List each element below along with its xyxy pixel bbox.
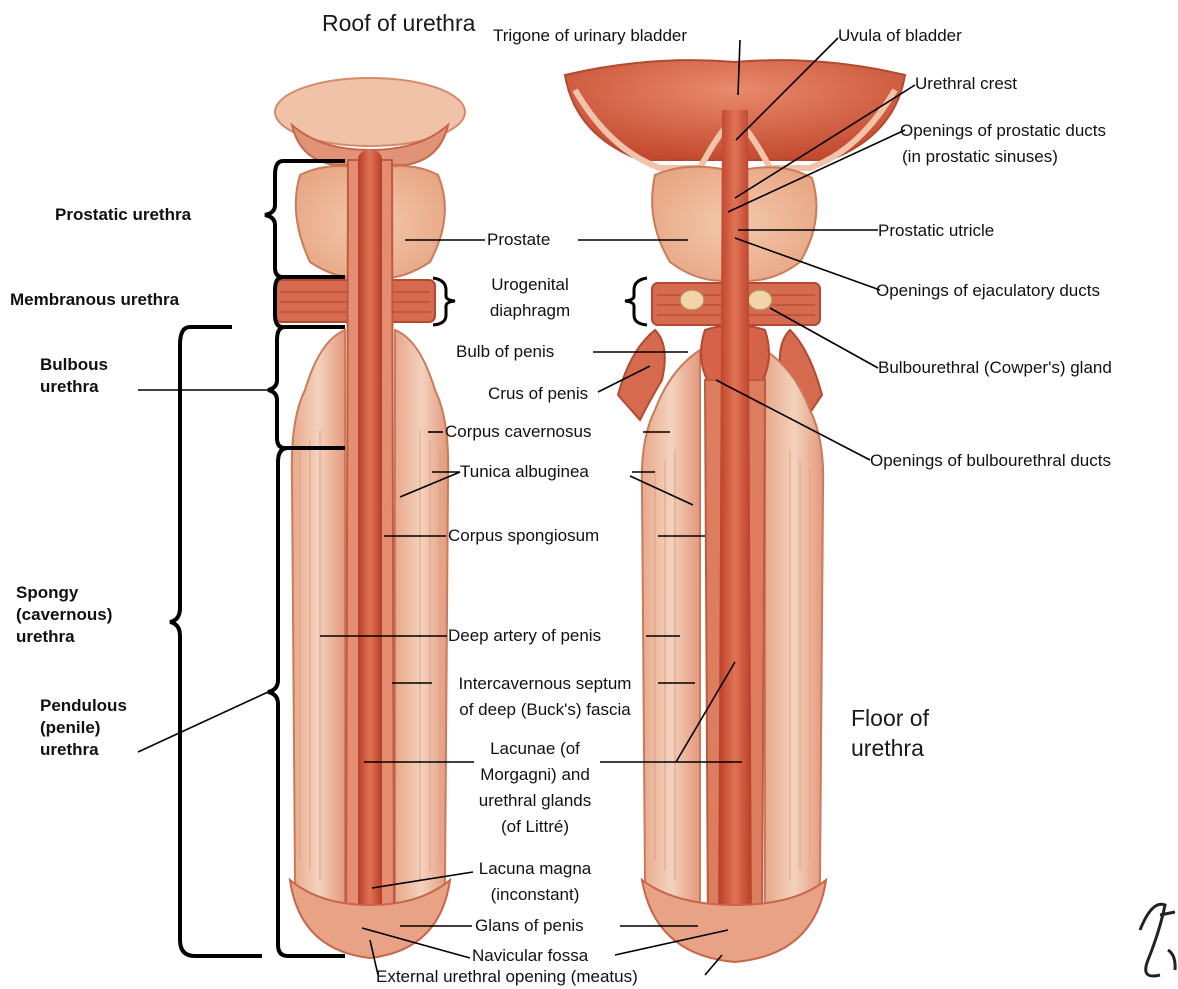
septum-label-1: Intercavernous septum <box>430 673 660 695</box>
artist-signature <box>1140 904 1175 976</box>
bulbourethral-ducts-label: Openings of bulbourethral ducts <box>870 450 1111 472</box>
urethral-crest-label: Urethral crest <box>915 73 1017 95</box>
prostatic-ducts-label-2: (in prostatic sinuses) <box>902 146 1058 168</box>
spongy-urethra-label: Spongy (cavernous) urethra <box>16 582 146 648</box>
right-specimen <box>565 60 905 962</box>
corpus-cavernosus-label: Corpus cavernosus <box>445 421 591 443</box>
right-urethra <box>718 110 752 956</box>
lacunae-label-4: (of Littré) <box>470 816 600 838</box>
left-bulbourethral-gland <box>680 290 704 310</box>
lacunae-label-3: urethral glands <box>470 790 600 812</box>
uvula-label: Uvula of bladder <box>838 25 962 47</box>
bulbous-urethra-label: Bulbous urethra <box>40 354 120 398</box>
prostatic-ducts-label: Openings of prostatic ducts <box>900 120 1106 142</box>
prostatic-utricle-label: Prostatic utricle <box>878 220 994 242</box>
crus-of-penis-label: Crus of penis <box>488 383 588 405</box>
right-corpus-cavernosum-left <box>642 350 700 935</box>
lacuna-magna-label-2: (inconstant) <box>470 884 600 906</box>
meatus-label: External urethral opening (meatus) <box>376 966 638 988</box>
trigone-label: Trigone of urinary bladder <box>493 25 687 47</box>
lacunae-label-2: Morgagni) and <box>470 764 600 786</box>
left-specimen <box>275 78 465 958</box>
deep-artery-label: Deep artery of penis <box>448 625 601 647</box>
prostatic-urethra-label: Prostatic urethra <box>55 204 191 226</box>
lacuna-magna-label-1: Lacuna magna <box>470 858 600 880</box>
membranous-urethra-label: Membranous urethra <box>10 289 179 311</box>
lacunae-label-1: Lacunae (of <box>470 738 600 760</box>
corpus-spongiosum-label: Corpus spongiosum <box>448 525 599 547</box>
bulb-of-penis-label: Bulb of penis <box>456 341 554 363</box>
bulbourethral-gland-label: Bulbourethral (Cowper's) gland <box>878 357 1112 379</box>
urogenital-label-2: diaphragm <box>480 300 580 322</box>
right-bulbourethral-gland <box>748 290 772 310</box>
urogenital-brace-left <box>433 278 455 325</box>
septum-label-2: of deep (Buck's) fascia <box>430 699 660 721</box>
urogenital-label-1: Urogenital <box>480 274 580 296</box>
roof-of-urethra-label: Roof of urethra <box>322 8 422 38</box>
right-corpus-cavernosum-right <box>765 350 823 935</box>
pendulous-urethra-label: Pendulous (penile) urethra <box>40 695 140 761</box>
ejaculatory-ducts-label: Openings of ejaculatory ducts <box>876 280 1100 302</box>
tunica-albuginea-label: Tunica albuginea <box>460 461 589 483</box>
left-urethra <box>358 150 382 950</box>
glans-of-penis-label: Glans of penis <box>475 915 584 937</box>
spongy-bracket <box>170 327 262 956</box>
prostate-label: Prostate <box>487 229 550 251</box>
urogenital-brace-right <box>625 278 647 325</box>
navicular-fossa-label: Navicular fossa <box>472 945 588 967</box>
floor-of-urethra-label: Floor of urethra <box>851 703 971 763</box>
